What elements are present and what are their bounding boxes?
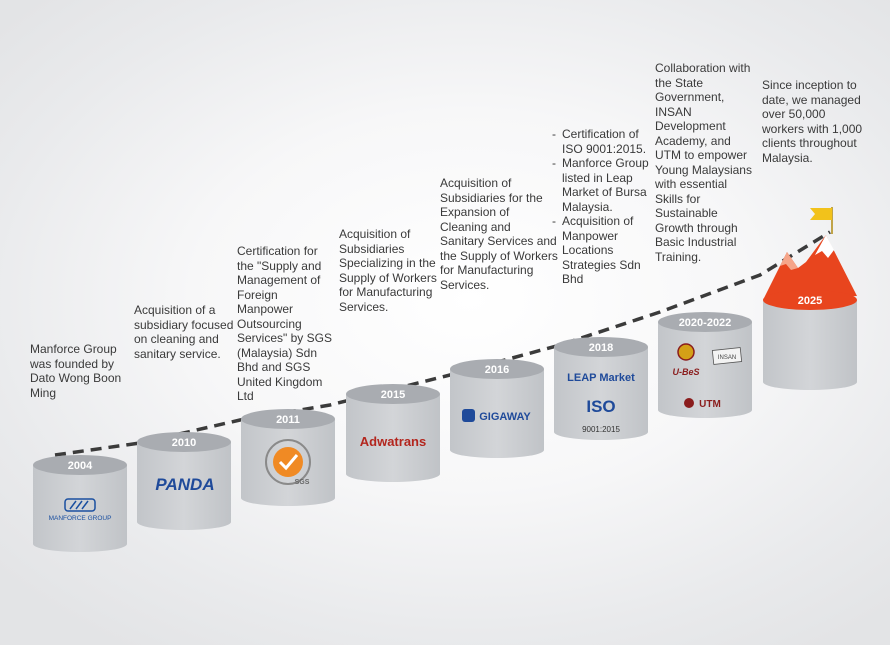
milestone-text-2025: Since inception to date, we managed over… <box>762 78 863 165</box>
panda-logo-text: PANDA <box>155 475 214 494</box>
summit-flag-icon <box>810 207 833 234</box>
milestone-text-2010: Acquisition of a subsidiary focused on c… <box>134 303 234 361</box>
milestone-text-2004: Manforce Group was founded by Dato Wong … <box>30 342 122 400</box>
ubes-logo-text: U-BeS <box>672 367 699 377</box>
insan-logo-text: INSAN <box>718 355 736 361</box>
cylinder-2025: 2025 <box>763 207 857 390</box>
year-label-2025: 2025 <box>798 295 822 307</box>
milestone-list-2018: Certification of ISO 9001:2015. Manforce… <box>552 127 652 287</box>
year-label-2018: 2018 <box>589 342 613 354</box>
year-label-2010: 2010 <box>172 437 196 449</box>
manforce-logo-icon: MANFORCE GROUP <box>49 498 112 522</box>
utm-logo-text: UTM <box>699 399 721 410</box>
gigaway-logo-text: GIGAWAY <box>479 411 531 423</box>
milestone-item-2018-acquisition: Acquisition of Manpower Locations Strate… <box>552 214 652 287</box>
insan-logo-icon: INSAN <box>711 347 743 365</box>
manforce-logo-text: MANFORCE GROUP <box>49 515 112 522</box>
sgs-certification-icon: SGS <box>265 439 311 486</box>
milestone-text-2020-2022: Collaboration with the State Government,… <box>655 61 752 264</box>
sgs-logo-text: SGS <box>295 479 310 486</box>
milestone-text-2011: Certification for the "Supply and Manage… <box>237 244 332 403</box>
gigaway-logo-icon: GIGAWAY <box>462 409 531 423</box>
milestone-item-2018-iso: Certification of ISO 9001:2015. <box>552 127 652 156</box>
cylinder-2018: 2018 LEAP Market ISO 9001:2015 <box>554 337 648 440</box>
cylinder-2016: 2016 GIGAWAY <box>450 359 544 458</box>
cylinder-2011: 2011 SGS <box>241 409 335 506</box>
cylinder-2004: 2004 MANFORCE GROUP <box>33 455 127 552</box>
year-label-2016: 2016 <box>485 364 509 376</box>
year-label-2015: 2015 <box>381 389 405 401</box>
year-label-2011: 2011 <box>276 414 300 426</box>
iso-logo-text: ISO <box>586 397 615 416</box>
cylinder-2015: 2015 Adwatrans <box>346 384 440 482</box>
cylinder-2020-2022: 2020-2022 U-BeS INSAN UTM <box>658 312 752 418</box>
leap-market-logo-text: LEAP Market <box>567 372 635 384</box>
cylinder-2010: 2010 PANDA <box>137 432 231 530</box>
state-crest-icon <box>677 343 695 361</box>
year-label-2020-2022: 2020-2022 <box>679 317 732 329</box>
milestone-text-2015: Acquisition of Subsidiaries Specializing… <box>339 227 437 314</box>
year-label-2004: 2004 <box>68 460 93 472</box>
adwatrans-logo-text: Adwatrans <box>360 434 426 449</box>
mountain-peak-icon <box>763 235 857 300</box>
iso-standard-text: 9001:2015 <box>582 425 620 434</box>
utm-logo-icon: UTM <box>684 398 721 410</box>
milestone-text-2016: Acquisition of Subsidiaries for the Expa… <box>440 176 558 292</box>
milestone-item-2018-leap: Manforce Group listed in Leap Market of … <box>552 156 652 214</box>
